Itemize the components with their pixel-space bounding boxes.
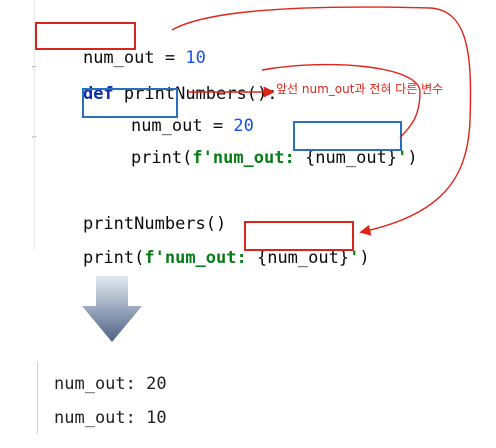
code-line-6: printNumbers() [42, 188, 226, 234]
console-output: num_out: 20 num_out: 10 [0, 362, 496, 442]
placeholder-token: {num_out} [304, 148, 398, 168]
output-line-2: num_out: 10 [54, 408, 167, 428]
global-var-highlight [35, 22, 136, 50]
number-token: 10 [185, 48, 206, 68]
operator-token: = [202, 116, 234, 136]
local-var-highlight [82, 88, 178, 118]
annotation-arrows [171, 6, 472, 236]
paren-token: ) [359, 248, 370, 268]
global-placeholder-highlight [244, 221, 354, 251]
paren-token: ) [407, 148, 418, 168]
variable-token: num_out [130, 116, 203, 136]
fstring-token: f'num_out: [144, 248, 257, 268]
number-token: 20 [233, 116, 254, 136]
fstring-close-token: ' [349, 248, 360, 268]
scope-arrow-global [171, 6, 472, 236]
code-line-1: num_out = 10 [42, 22, 206, 68]
variable-token: num_out [82, 48, 155, 68]
fstring-token: f'num_out: [192, 148, 305, 168]
code-line-3: num_out = 20 [90, 90, 254, 136]
output-line-1: num_out: 20 [54, 374, 167, 394]
fold-marker-icon[interactable]: ⌐ [31, 63, 38, 73]
code-editor: ⌐ ⌐ num_out = 10 def printNumbers(): num… [31, 0, 472, 268]
scope-arrow-local [261, 63, 421, 139]
code-line-7: print(f'num_out: {num_out}') [42, 222, 370, 268]
fstring-close-token: ' [397, 148, 408, 168]
print-call-token: print( [130, 148, 193, 168]
annotation-label: 앞선 num_out과 전혀 다른 변수 [276, 82, 444, 96]
placeholder-token: {num_out} [256, 248, 350, 268]
print-call-token: print( [82, 248, 145, 268]
call-token: printNumbers() [82, 214, 227, 234]
code-line-4: print(f'num_out: {num_out}') [90, 122, 418, 168]
gutter-line [34, 0, 35, 250]
operator-token: = [154, 48, 186, 68]
down-arrow-icon [82, 276, 142, 342]
console-gutter [37, 362, 38, 434]
fold-marker-icon[interactable]: ⌐ [31, 133, 38, 143]
